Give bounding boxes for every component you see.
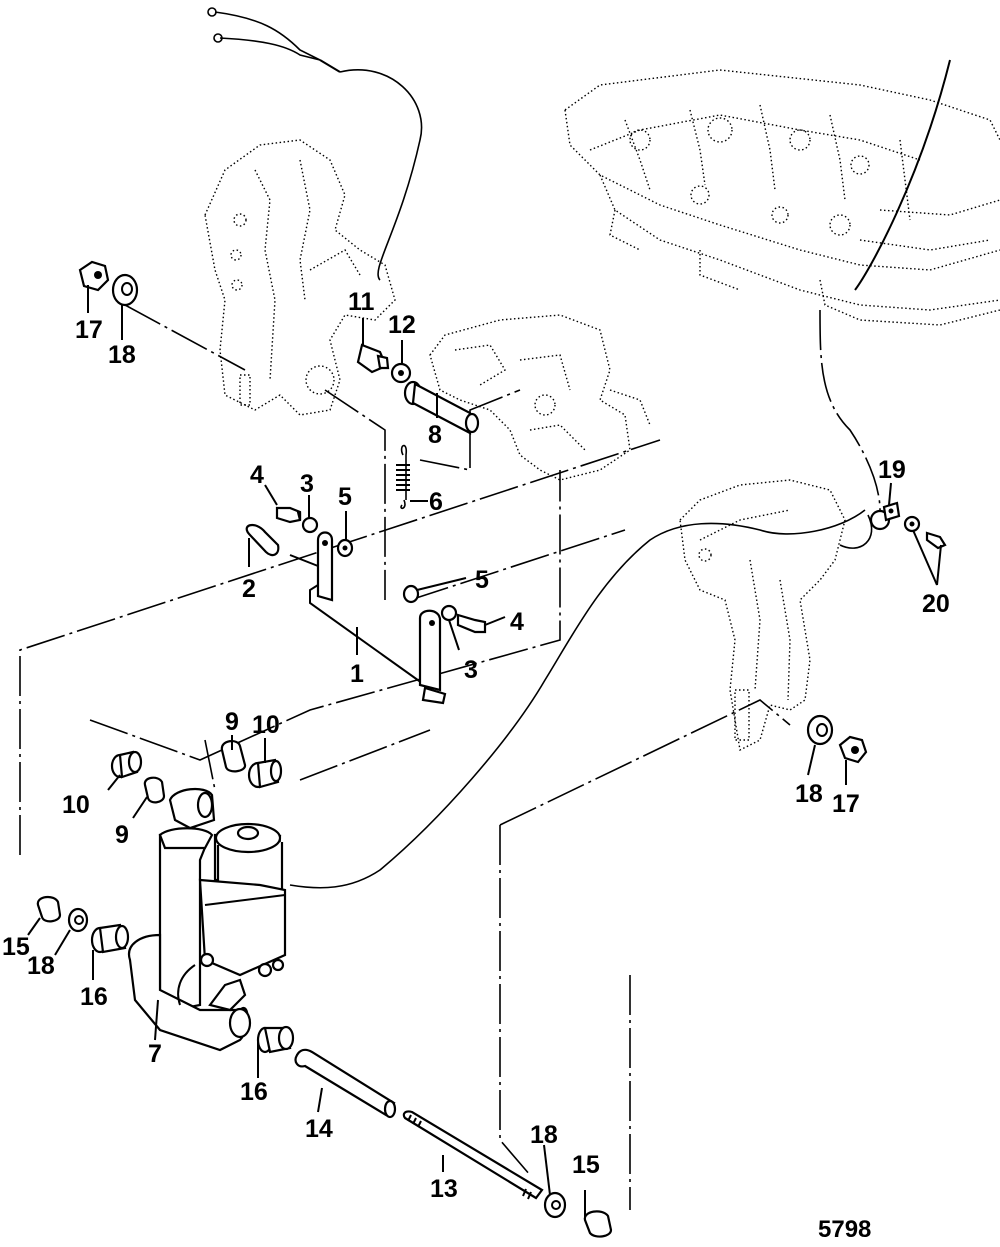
part-14-pin (294, 1048, 397, 1119)
callout-5: 5 (338, 483, 352, 511)
part-12-nut (390, 362, 412, 384)
callout-1: 1 (350, 660, 364, 688)
callout-5: 5 (475, 566, 489, 594)
callout-4: 4 (250, 461, 264, 489)
callout-15: 15 (2, 933, 30, 961)
part-4-screw-lower (456, 613, 487, 634)
callout-9: 9 (225, 708, 239, 736)
part-20-screw-washer (903, 515, 947, 550)
assembly-centerlines (19, 304, 791, 1210)
callout-16: 16 (80, 983, 108, 1011)
part-15-cap-left (36, 895, 62, 923)
engine-cowl-housing (564, 69, 1000, 326)
callout-17: 17 (75, 316, 103, 344)
part-7-pump-assembly (127, 787, 287, 1052)
callout-18: 18 (27, 952, 55, 980)
part-16-bushing-lower (256, 1025, 295, 1054)
callout-3: 3 (464, 656, 478, 684)
part-2-knob (245, 523, 280, 557)
callout-3: 3 (300, 470, 314, 498)
part-13-threaded-rod (402, 1110, 544, 1200)
callout-18: 18 (795, 780, 823, 808)
part-1-link-rod (289, 531, 447, 705)
callout-10: 10 (252, 711, 280, 739)
left-stern-bracket (204, 139, 396, 416)
callout-19: 19 (878, 456, 906, 484)
part-19-clamp (869, 501, 901, 531)
callout-10: 10 (62, 791, 90, 819)
callout-17: 17 (832, 790, 860, 818)
part-5-washer-upper (336, 538, 354, 558)
right-stern-bracket (679, 479, 846, 752)
wire-harness (207, 7, 951, 889)
part-10-bushing-upper (247, 758, 283, 789)
callout-8: 8 (428, 421, 442, 449)
callout-7: 7 (148, 1040, 162, 1068)
part-9-bushing-left (143, 776, 166, 804)
callout-labels: 17 18 11 12 8 4 3 5 6 2 5 4 3 1 19 20 9 … (2, 288, 950, 1203)
part-5-washer-lower (402, 584, 420, 604)
part-18-washer-top (111, 273, 139, 307)
callout-6: 6 (429, 488, 443, 516)
part-18-washer-right (806, 714, 834, 746)
callout-18: 18 (108, 341, 136, 369)
callout-4: 4 (510, 608, 524, 636)
part-16-bushing-left (90, 923, 130, 954)
part-9-bushing-upper (220, 740, 247, 773)
part-8-pin (403, 380, 480, 435)
part-10-bushing-left (110, 750, 143, 779)
callout-11: 11 (348, 288, 375, 316)
callout-2: 2 (242, 575, 256, 603)
part-18-washer-bottom (543, 1191, 567, 1219)
callout-18: 18 (530, 1121, 558, 1149)
center-swivel-bracket (429, 314, 651, 481)
callout-9: 9 (115, 821, 129, 849)
part-17-nut-top (78, 260, 110, 292)
callout-13: 13 (430, 1175, 458, 1203)
part-3-nut-lower (440, 604, 458, 622)
part-3-nut-upper (301, 516, 319, 534)
callout-14: 14 (305, 1115, 333, 1143)
part-15-cap-bottom (583, 1210, 613, 1238)
part-17-nut-right (838, 735, 868, 764)
callout-16: 16 (240, 1078, 268, 1106)
part-4-screw-upper (275, 506, 302, 524)
figure-number: 5798 (818, 1216, 871, 1243)
part-11-screw (356, 343, 390, 374)
callout-15: 15 (572, 1151, 600, 1179)
callout-leaders (27, 285, 942, 1218)
callout-12: 12 (388, 311, 416, 339)
part-6-spring (396, 444, 410, 510)
callout-20: 20 (922, 590, 950, 618)
part-18-washer-left (67, 907, 89, 933)
